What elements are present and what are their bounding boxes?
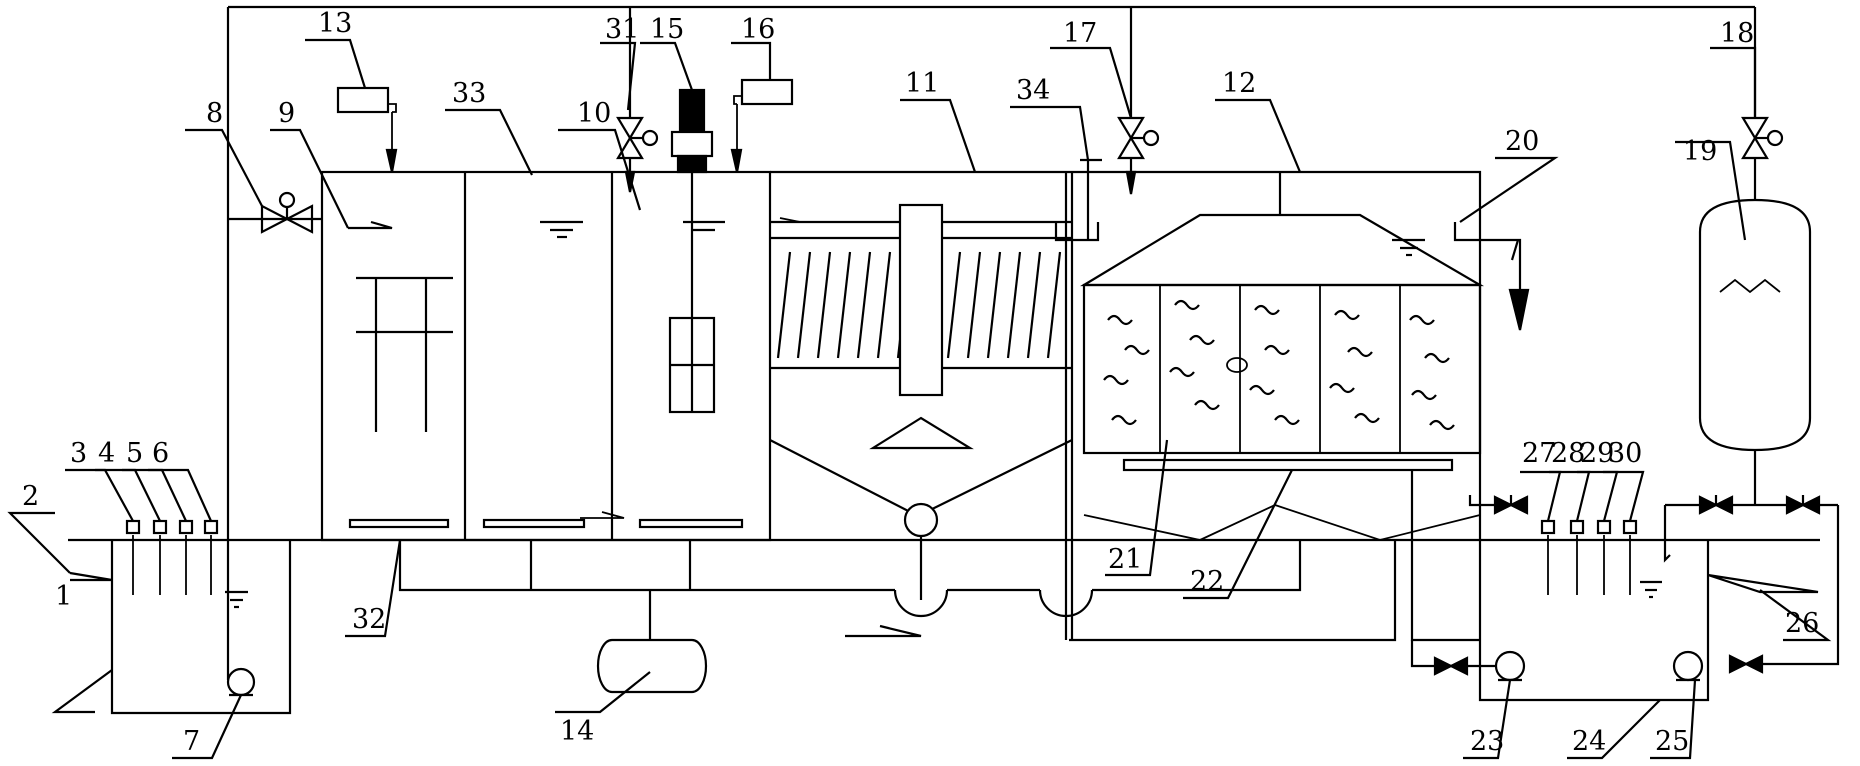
label-14: 14 — [560, 716, 594, 747]
dosing-tank-16 — [730, 78, 794, 173]
mixer-motor-15 — [668, 88, 716, 414]
label-9: 9 — [278, 98, 295, 129]
label-7: 7 — [183, 726, 200, 757]
label-3: 3 — [70, 438, 87, 469]
label-15: 15 — [650, 14, 684, 45]
label-20: 20 — [1505, 126, 1539, 157]
valve-8 — [260, 191, 314, 234]
label-21: 21 — [1108, 544, 1142, 575]
label-33: 33 — [452, 78, 486, 109]
label-13: 13 — [318, 8, 352, 39]
label-30: 30 — [1608, 438, 1642, 469]
label-29: 29 — [1580, 438, 1614, 469]
leader-lines — [7, 38, 1832, 760]
pipe-34 — [1054, 158, 1102, 640]
valve-17 — [1117, 116, 1160, 195]
label-19: 19 — [1683, 136, 1717, 167]
label-24: 24 — [1572, 726, 1606, 757]
label-10: 10 — [577, 98, 611, 129]
right-piping — [1663, 495, 1840, 674]
label-1: 1 — [55, 581, 72, 612]
label-12: 12 — [1222, 68, 1256, 99]
dosing-tank-13 — [336, 86, 398, 173]
label-28: 28 — [1551, 438, 1585, 469]
air-blower-14 — [596, 638, 708, 694]
valve-31 — [616, 116, 659, 193]
label-8: 8 — [206, 98, 223, 129]
label-17: 17 — [1063, 18, 1097, 49]
raw-water-pit-1 — [69, 519, 292, 715]
outlet-weir-20 — [1392, 222, 1530, 331]
label-25: 25 — [1655, 726, 1689, 757]
part-number-labels: 1 2 3 4 5 6 7 8 9 10 11 12 13 14 15 16 1… — [22, 8, 1819, 757]
label-6: 6 — [152, 438, 169, 469]
label-26: 26 — [1785, 608, 1819, 639]
valve-18 — [1741, 116, 1784, 200]
label-31: 31 — [605, 14, 639, 45]
label-2: 2 — [22, 481, 39, 512]
label-22: 22 — [1190, 566, 1224, 597]
label-23: 23 — [1470, 726, 1504, 757]
label-16: 16 — [741, 14, 775, 45]
label-18: 18 — [1720, 18, 1754, 49]
label-11: 11 — [905, 68, 939, 99]
sludge-pipework — [398, 536, 1397, 642]
bio-filter-tank-12 — [1080, 172, 1485, 541]
label-4: 4 — [98, 438, 115, 469]
label-34: 34 — [1016, 75, 1050, 106]
pressure-tank-19 — [1698, 198, 1812, 505]
label-27: 27 — [1522, 438, 1556, 469]
label-5: 5 — [126, 438, 143, 469]
tank-block-9-33-10 — [320, 170, 772, 542]
lift-pump-7 — [226, 667, 256, 697]
label-32: 32 — [352, 604, 386, 635]
